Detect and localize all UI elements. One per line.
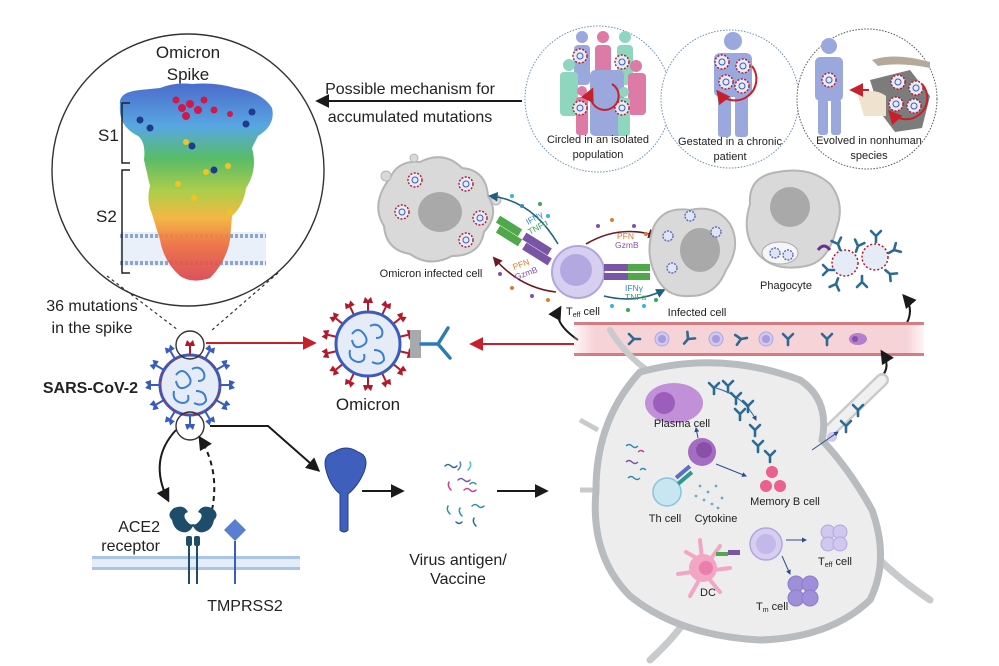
dendritic-cell-icon [676,538,732,598]
binding-arrow-icon [156,429,177,503]
cytotoxic-arrow-right-icon [585,229,658,245]
spike-glyph-icon [362,296,374,313]
plasma-cell-label: Plasma cell [654,418,710,430]
hypothesis-isolated-population: Circled in an isolated population [524,25,672,173]
neutralizing-antibody-icon [419,326,452,360]
hypothesis-2-line2: patient [713,151,746,163]
antigen-fragments-icon [625,443,647,481]
spike-glyph-icon [184,339,196,356]
th-cell-label: Th cell [649,513,681,525]
cytokine-dots [498,194,658,312]
pfn-label-right: PFN [617,231,634,241]
spike-title-line1: Omicron [156,43,220,62]
mutations-line1: 36 mutations [46,298,138,315]
tcr-mhc-complex-right-icon [604,264,650,280]
tmprss2-label: TMPRSS2 [207,598,283,615]
tmprss2-icon [224,519,246,584]
hypothesis-1-line1: Circled in an isolated [547,134,649,146]
cytokine-arrow-right-icon [603,289,666,300]
cytokine-arrow-left-icon [488,191,559,245]
tcr-mhc-complex-left-icon [495,215,552,266]
spike-glyph-icon [362,375,374,392]
patient-person-icon [714,32,758,137]
spike-highlight-circle [175,330,205,360]
spike-mutation-markers [136,96,256,215]
tm-cell-cluster-icon [787,575,819,607]
infected-cell-label: Infected cell [668,307,727,319]
entry-arrow-icon [198,435,216,511]
pangolin-icon [872,56,930,68]
hypothesis-chronic-patient: Gestated in a chronic patient [660,29,800,169]
spike-glyph-icon [144,379,161,391]
cytotoxic-arrow-left-icon [492,256,557,293]
tm-node-label: Tm cell [756,601,788,614]
virus-name: SARS-CoV-2 [43,380,138,397]
hypothesis-3-line1: Evolved in nonhuman [816,135,922,147]
teff-cell-cluster-icon [820,524,848,552]
omicron-label: Omicron [336,395,400,414]
teff-node-label: Teff cell [818,556,852,569]
spike-protein-structure-icon [119,83,273,281]
human-animal-icon [815,38,930,135]
blood-vessel [574,322,924,356]
hypothesis-2-line1: Gestated in a chronic [678,136,782,148]
tnfa-label-right: TNFα [625,292,647,302]
spike-title-line2: Spike [167,65,210,84]
omicron-infected-cell-label: Omicron infected cell [380,268,483,280]
opsonized-virus-icon [821,229,903,292]
animal-icon [858,91,886,116]
dc-label: DC [700,587,716,599]
vaccine-label-line2: Vaccine [430,571,486,588]
lymph-node: Plasma cell Th cell Cytoki [578,327,934,664]
effector-t-cell: Teff cell [551,245,605,319]
omicron-infected-cell: Omicron infected cell [377,153,502,280]
sars-cov-2-virus: 36 mutations in the spike SARS-CoV-2 [43,298,236,441]
sars-cov-2-icon [144,339,236,431]
memory-b-cells-icon [760,466,786,492]
ace2-label-line1: ACE2 [118,519,160,536]
mechanism-line1: Possible mechanism for [325,81,496,98]
s2-label: S2 [96,207,117,226]
hypothesis-3-line2: species [850,150,888,162]
binding-highlight-circle [175,411,205,441]
mutations-line2: in the spike [52,320,133,337]
hypothesis-1-line2: population [573,149,624,161]
memory-b-cell-label: Memory B cell [750,496,820,508]
vaccine-label-line1: Virus antigen/ [409,552,507,569]
spike-glyph-icon [184,414,196,431]
zoom-line-right [211,272,279,331]
spike-glyph-icon [219,379,236,391]
population-people-icon [560,31,646,136]
binding-block-icon [410,330,421,358]
hypothesis-nonhuman-species: Evolved in nonhuman species [796,28,938,170]
omicron-virus-icon [320,296,416,392]
omicron-spike-panel: Omicron Spike S1 S2 [51,33,325,307]
s2-bracket [121,169,130,274]
teff-cell-label: Teff cell [566,306,600,319]
gzmb-label-right: GzmB [615,240,639,250]
zoom-line-left [106,275,179,331]
spike-to-antigen-arrow-icon [210,425,321,472]
th-cell-icon [652,477,682,507]
mechanism-line2: accumulated mutations [328,109,493,126]
phagocyte: Phagocyte [745,169,841,292]
ifng-label-right: IFNγ [625,283,644,293]
mechanism-label: Possible mechanism for accumulated mutat… [315,81,522,126]
spike-protein-icon [324,447,367,533]
omicron-variant: Omicron [320,296,452,414]
infected-cell: Infected cell [648,207,737,319]
ace2-receptor-icon [169,506,217,584]
cytokine-dots-node [694,484,724,510]
ace2-label-line2: receptor [101,538,160,555]
cytokine-labels: IFNγ TNFα PFN GzmB PFN GzmB IFNγ TNFα [511,209,646,302]
s1-label: S1 [98,126,119,145]
cytokine-label: Cytokine [695,513,738,525]
phagocyte-label: Phagocyte [760,280,812,292]
s1-bracket [121,102,130,164]
antigen-peptides-icon [444,461,485,527]
